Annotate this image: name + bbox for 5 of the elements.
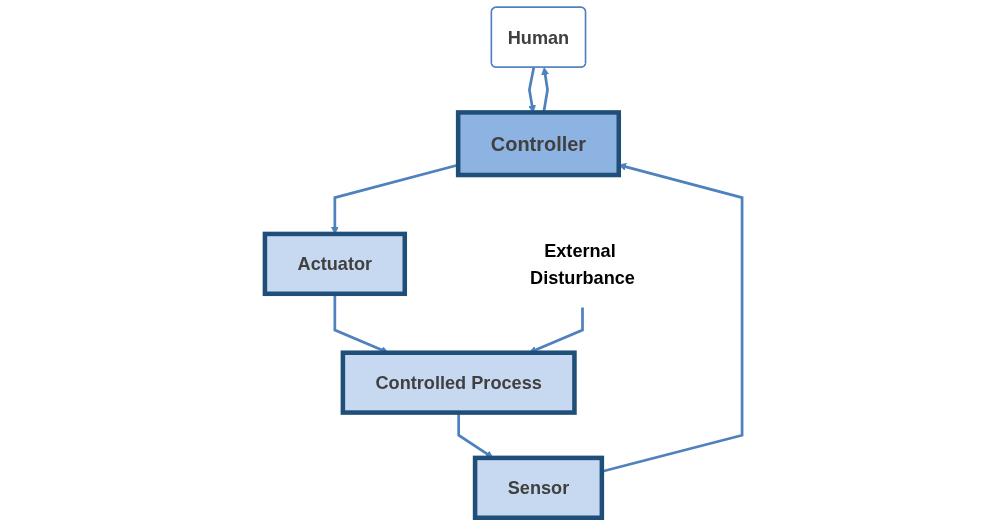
node-box: Controlled Process bbox=[340, 350, 577, 415]
node-box: Actuator bbox=[262, 231, 408, 297]
node-box: Sensor bbox=[472, 455, 605, 520]
node-text: External Disturbance bbox=[530, 240, 635, 288]
node-box: Controller bbox=[455, 110, 622, 178]
